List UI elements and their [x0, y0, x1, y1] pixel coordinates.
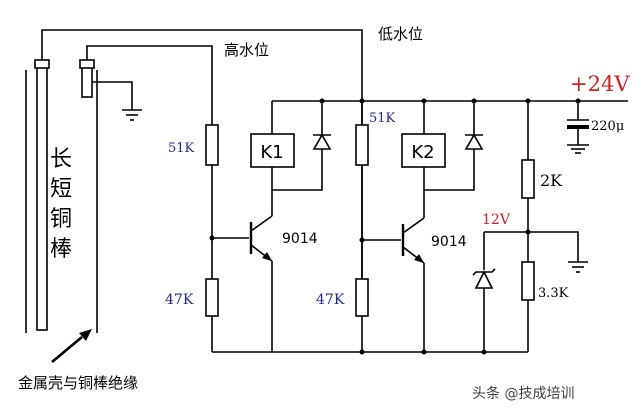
transistor-9014-1: [249, 190, 273, 352]
capacitor-label: 220μ: [591, 119, 624, 134]
resistor-3k3: [521, 261, 535, 301]
resistor-51k-1-label: 51K: [168, 141, 195, 156]
low-level-label: 低水位: [378, 25, 423, 43]
zener-diode: [472, 268, 496, 289]
insulation-note: 金属壳与铜棒绝缘: [18, 374, 138, 392]
high-level-label: 高水位: [224, 41, 269, 59]
watermark: 头条 @技成培训: [472, 385, 574, 402]
zener-12v-label: 12V: [482, 212, 511, 228]
resistor-47k-1-label: 47K: [165, 292, 194, 308]
rods-label-4: 棒: [50, 237, 72, 262]
relay-k2-label: K2: [411, 142, 434, 163]
supply-label: +24V: [570, 72, 630, 96]
transistor-9014-2-label: 9014: [431, 234, 467, 250]
stage-2: 51K 47K 9014 K2: [316, 98, 484, 355]
capacitor-220u: [567, 98, 589, 154]
rods-label-3: 铜: [50, 207, 72, 232]
short-rod-cap: [79, 59, 95, 69]
resistor-51k-2: [355, 124, 369, 166]
ground-symbol-right: [568, 261, 588, 273]
ground-symbol-left: [122, 109, 142, 121]
resistor-47k-2: [355, 278, 369, 317]
regulator-section: 2K 12V 3.3K: [472, 98, 588, 355]
long-rod: [36, 61, 48, 331]
transistor-9014-2: [401, 190, 425, 352]
relay-k2: [401, 133, 446, 168]
relay-k1-label: K1: [260, 142, 283, 163]
resistor-51k-1: [205, 124, 219, 166]
transistor-9014-1-label: 9014: [282, 231, 318, 247]
relay-k1: [250, 133, 295, 168]
resistor-3k3-label: 3.3K: [538, 286, 569, 301]
rods-label-2: 短: [50, 177, 72, 202]
resistor-2k-label: 2K: [540, 171, 563, 190]
diode-2: [464, 133, 484, 150]
resistor-51k-2-label: 51K: [369, 111, 396, 126]
rods-label-1: 长: [50, 147, 72, 172]
resistor-47k-2-label: 47K: [316, 292, 345, 308]
copper-rods: [25, 59, 98, 333]
stage-1: 51K 47K 9014 K1: [165, 98, 332, 352]
insulation-arrow: [51, 329, 92, 363]
resistor-2k: [521, 159, 535, 199]
diode-1: [312, 133, 332, 150]
rods-label: 长 短 铜 棒: [50, 147, 72, 262]
long-rod-cap: [34, 59, 50, 69]
resistor-47k-1: [205, 278, 219, 317]
